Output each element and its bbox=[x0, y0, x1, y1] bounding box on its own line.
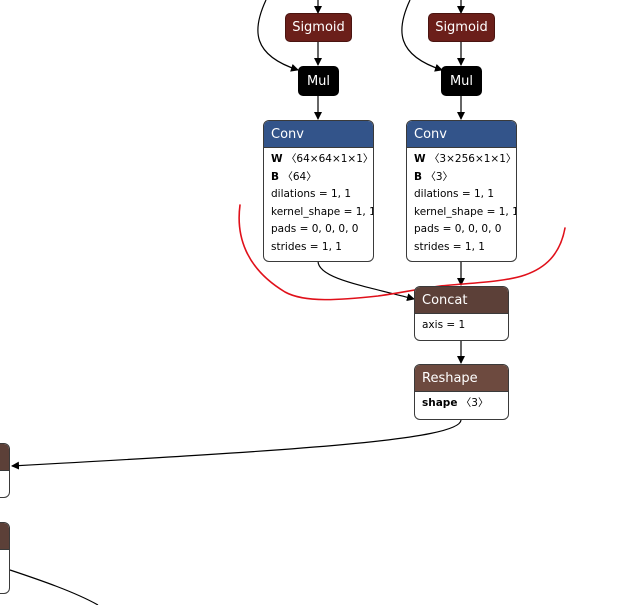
partial-node-left-upper-header bbox=[0, 444, 9, 471]
conv-right-weight-value: 〈3×256×1×1〉 bbox=[428, 153, 517, 165]
conv-left-strides: strides = 1, 1 bbox=[271, 240, 342, 253]
partial-node-left-lower-header bbox=[0, 523, 9, 550]
sigmoid-node-right[interactable]: Sigmoid bbox=[428, 13, 495, 42]
conv-left-weight-value: 〈64×64×1×1〉 bbox=[285, 153, 374, 165]
conv-left-bias: B 〈64〉 bbox=[271, 169, 366, 187]
conv-left-title: Conv bbox=[264, 121, 373, 148]
conv-left-weight-name: W bbox=[271, 153, 283, 165]
reshape-shape-value: 〈3〉 bbox=[460, 397, 489, 409]
conv-left-pads: pads = 0, 0, 0, 0 bbox=[271, 223, 359, 235]
conv-node-left[interactable]: Conv W 〈64×64×1×1〉 B 〈64〉 dilations = 1,… bbox=[263, 120, 374, 262]
conv-left-kernel-shape: kernel_shape = 1, 1 bbox=[271, 205, 374, 218]
conv-left-weight: W 〈64×64×1×1〉 bbox=[271, 151, 373, 169]
reshape-shape: shape 〈3〉 bbox=[422, 395, 501, 413]
conv-right-weight: W 〈3×256×1×1〉 bbox=[414, 151, 516, 169]
conv-left-bias-value: 〈64〉 bbox=[282, 170, 317, 183]
reshape-title: Reshape bbox=[415, 365, 508, 392]
conv-left-bias-name: B bbox=[271, 170, 280, 183]
concat-axis: axis = 1 bbox=[422, 319, 466, 331]
edge-reshape-to-partial bbox=[11, 419, 462, 470]
reshape-shape-name: shape bbox=[422, 397, 458, 409]
sigmoid-label-right: Sigmoid bbox=[435, 20, 488, 35]
conv-left-dilations: dilations = 1, 1 bbox=[271, 188, 352, 200]
mul-node-left[interactable]: Mul bbox=[298, 66, 339, 96]
reshape-node[interactable]: Reshape shape 〈3〉 bbox=[414, 364, 509, 420]
conv-right-kernel-shape: kernel_shape = 1, 1 bbox=[414, 205, 517, 218]
conv-node-right[interactable]: Conv W 〈3×256×1×1〉 B 〈3〉 dilations = 1, … bbox=[406, 120, 517, 262]
conv-right-pads: pads = 0, 0, 0, 0 bbox=[414, 223, 502, 235]
partial-node-left-upper[interactable] bbox=[0, 443, 10, 498]
concat-node[interactable]: Concat axis = 1 bbox=[414, 286, 509, 341]
conv-right-bias-name: B bbox=[414, 170, 423, 183]
conv-right-bias-value: 〈3〉 bbox=[425, 170, 454, 183]
sigmoid-label-left: Sigmoid bbox=[292, 20, 345, 35]
edge-partial-outgoing bbox=[9, 569, 99, 605]
sigmoid-node-left[interactable]: Sigmoid bbox=[285, 13, 352, 42]
conv-right-dilations: dilations = 1, 1 bbox=[414, 188, 495, 200]
mul-label-left: Mul bbox=[306, 73, 331, 89]
conv-right-weight-name: W bbox=[414, 153, 426, 165]
concat-title: Concat bbox=[415, 287, 508, 314]
edge-conv-left-to-concat bbox=[317, 260, 415, 302]
edge-skip-to-mul-right bbox=[401, 0, 443, 72]
mul-label-right: Mul bbox=[449, 73, 474, 89]
conv-right-strides: strides = 1, 1 bbox=[414, 240, 485, 253]
red-annotation-stroke bbox=[238, 204, 566, 301]
mul-node-right[interactable]: Mul bbox=[441, 66, 482, 96]
conv-right-title: Conv bbox=[407, 121, 516, 148]
conv-right-bias: B 〈3〉 bbox=[414, 169, 509, 187]
edge-skip-to-mul-left bbox=[257, 0, 299, 72]
partial-node-left-lower[interactable] bbox=[0, 522, 10, 594]
